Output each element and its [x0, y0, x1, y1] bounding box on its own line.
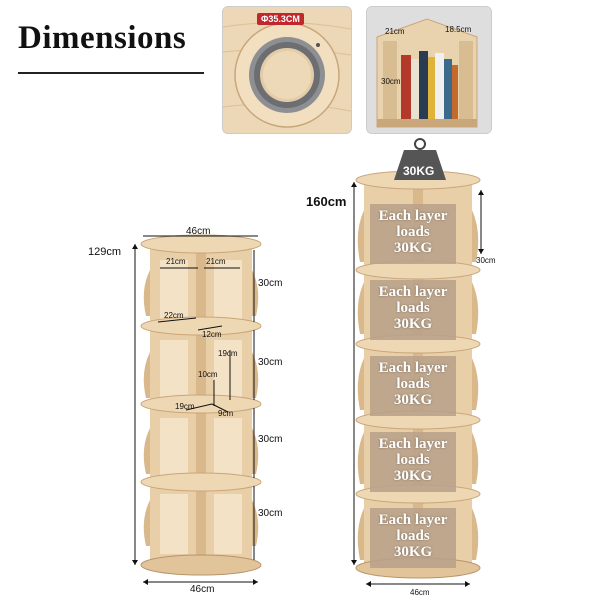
left-layer-height-1: 30cm — [258, 278, 283, 289]
books-illustration — [367, 7, 491, 133]
turntable-illustration — [223, 7, 351, 133]
left-layer-height-3: 30cm — [258, 434, 283, 445]
left-inner-10: 10cm — [198, 370, 218, 379]
book-dim-label-2: 18.5cm — [445, 25, 472, 34]
right-bottom-width-label: 46cm — [410, 588, 430, 597]
left-top-width-label: 46cm — [186, 226, 211, 237]
book-dim-label-3: 30cm — [381, 77, 401, 86]
books-photo: 21cm 18.5cm 30cm — [366, 6, 492, 134]
left-inner-9: 9cm — [218, 409, 234, 418]
left-layer-height-4: 30cm — [258, 508, 283, 519]
book-dim-label-1: 21cm — [385, 27, 405, 36]
left-top-seg-b: 21cm — [206, 257, 226, 266]
diameter-badge: Φ35.3CM — [257, 13, 304, 25]
page-title: Dimensions — [18, 20, 187, 56]
left-inner-19a: 19cm — [218, 349, 238, 358]
weight-tag-label: 30KG — [403, 164, 435, 178]
title-underline — [18, 72, 204, 74]
right-layer-height-label: 30cm — [476, 256, 496, 265]
turntable-photo: Φ35.3CM — [222, 6, 352, 134]
left-bottom-width-label: 46cm — [190, 584, 215, 595]
left-inner-19b: 19cm — [175, 402, 195, 411]
right-height-label: 160cm — [306, 194, 347, 209]
left-inner-22: 22cm — [164, 311, 184, 320]
left-height-label: 129cm — [88, 246, 122, 258]
left-top-seg-a: 21cm — [166, 257, 186, 266]
left-inner-12: 12cm — [202, 330, 222, 339]
left-layer-height-2: 30cm — [258, 357, 283, 368]
